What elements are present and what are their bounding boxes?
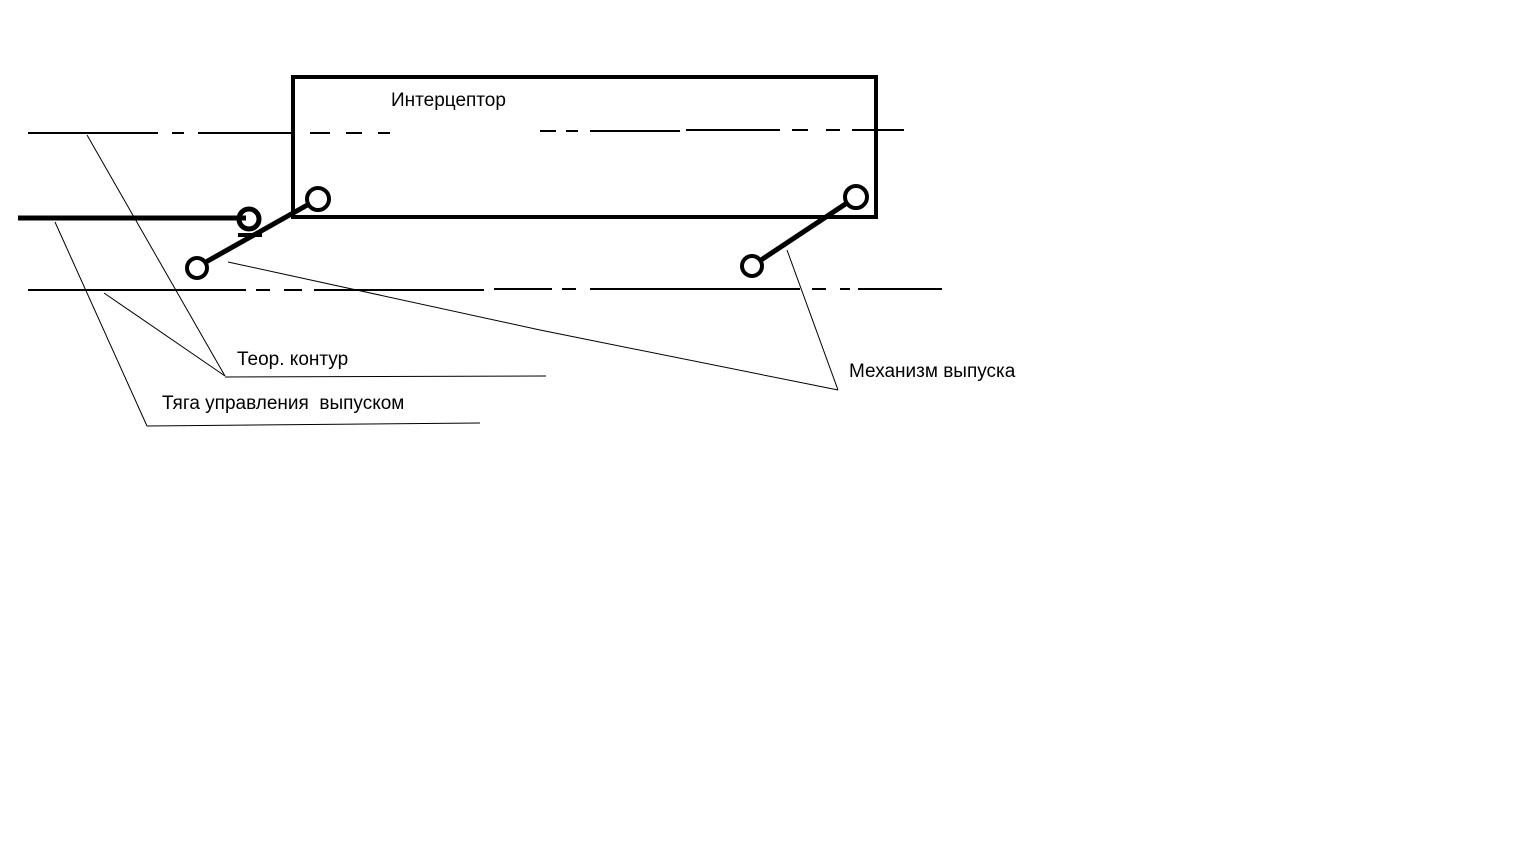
right-upper-pivot-icon [843, 184, 869, 210]
left-release-link [195, 196, 320, 270]
right-release-link [750, 194, 858, 269]
release-mechanism-leaders [227, 249, 839, 391]
release-mechanism-label: Механизм выпуска [849, 361, 1016, 382]
theor-contour-label: Теор. контур [237, 349, 348, 370]
right-lower-pivot-icon [740, 254, 764, 278]
left-upper-pivot-icon [305, 186, 331, 212]
upper-contour-line [28, 129, 904, 134]
left-lower-pivot-icon [185, 256, 209, 280]
interceptor-label: Интерцептор [391, 90, 506, 111]
control-rod-leaders [54, 221, 481, 427]
theor-contour-leaders [86, 134, 547, 378]
interceptor-panel [291, 75, 878, 219]
control-rod-label: Тяга управления выпуском [162, 393, 404, 414]
lower-contour-line [28, 288, 942, 291]
rod-joint-icon [236, 206, 262, 232]
